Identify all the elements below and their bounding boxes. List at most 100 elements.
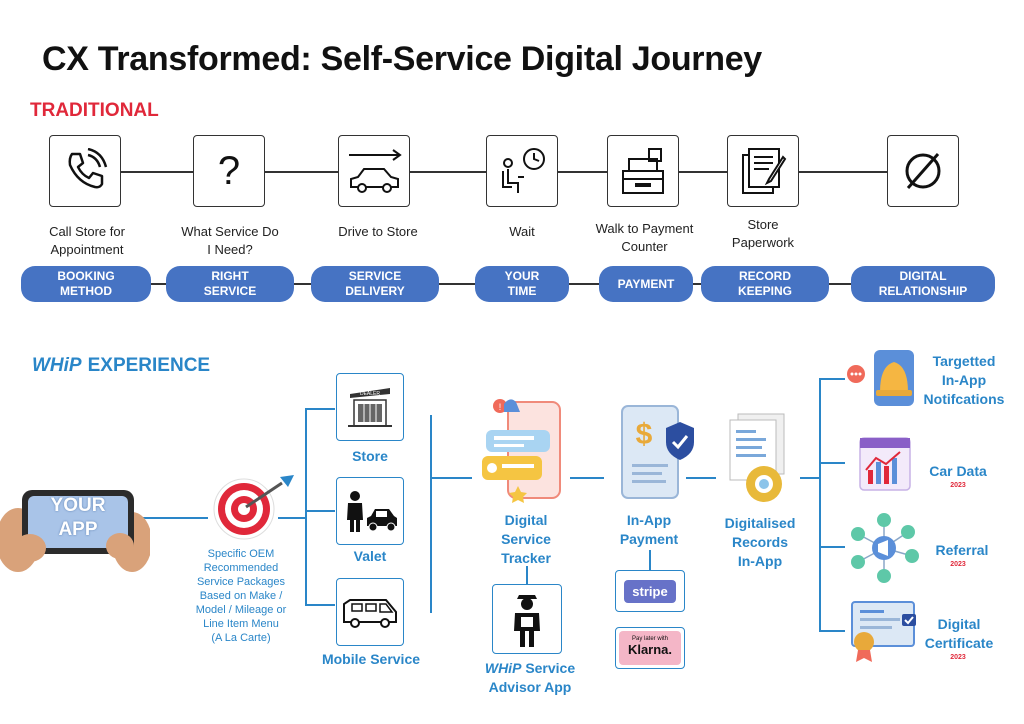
certificate-illustration [846, 598, 922, 669]
service-advisor-box [492, 584, 562, 654]
certificate-icon [851, 601, 916, 662]
connector-channels-tracker [432, 477, 472, 479]
valet-box [336, 477, 404, 545]
your-app-phone: YOUR APP [0, 470, 152, 580]
bracket-top [305, 408, 335, 410]
question-mark-icon: ? [217, 148, 241, 193]
connector-target-bracket [278, 517, 306, 519]
cash-register-icon [622, 148, 664, 194]
trad-box-service-delivery [338, 135, 410, 207]
connector-tracker-advisor [526, 566, 528, 584]
pill-booking-method: BOOKING METHOD [21, 266, 151, 302]
in-app-payment-illustration: $ [614, 402, 698, 507]
trad-label-payment: Walk to Payment Counter [595, 221, 694, 254]
advisor-service-text: Service [525, 660, 576, 676]
bracket-mid [305, 510, 335, 512]
klarna-box: Pay later with Klarna. [615, 627, 685, 669]
connector-records-outcomes [800, 477, 820, 479]
bracket-outcome-4 [819, 630, 845, 632]
notification-bell-illustration [846, 346, 920, 415]
referral-year: 2023 [950, 561, 966, 568]
trad-label-record-keeping: Store Paperwork [731, 217, 795, 250]
chart-icon [859, 437, 911, 491]
bracket-outcome-1 [819, 378, 845, 380]
bracket-bottom [305, 604, 335, 606]
targetted-notifications-label: Targetted In-App Notifcations [923, 353, 1005, 407]
referral-label: Referral [935, 542, 989, 558]
connector-tracker-payment [570, 477, 604, 479]
pill-right-service: RIGHT SERVICE [166, 266, 294, 302]
car-icon [349, 149, 402, 193]
whip-heading-text: EXPERIENCE [87, 355, 211, 376]
svg-text:!: ! [499, 402, 502, 412]
your-app-text: YOUR APP [50, 495, 106, 540]
records-documents-icon [729, 413, 785, 502]
empty-set-icon [905, 153, 941, 189]
service-tracker-illustration: ! [478, 392, 574, 509]
trad-label-service-delivery: Drive to Store [338, 224, 418, 239]
dealer-sign-text: DEALER [360, 391, 380, 397]
pill-your-time: YOUR TIME [475, 266, 569, 302]
store-label: Store [352, 448, 388, 464]
waiting-person-icon [502, 148, 545, 193]
referral-network-icon [851, 513, 919, 583]
stripe-box: stripe [615, 570, 685, 612]
connector-app-target [140, 517, 208, 519]
bell-icon [847, 350, 914, 406]
digitalised-records-label: Digitalised Records In-App [724, 515, 796, 569]
van-icon [343, 599, 397, 628]
bracket-outcome-3 [819, 546, 845, 548]
hands-holding-phone-icon [0, 490, 152, 572]
valet-label: Valet [353, 548, 387, 564]
page-title: CX Transformed: Self-Service Digital Jou… [42, 40, 762, 78]
in-app-payment-label: In-App Payment [619, 512, 679, 547]
digital-certificate-label: Digital Certificate [924, 616, 994, 651]
whip-logo: WHiP [32, 355, 82, 376]
pill-record-keeping: RECORD KEEPING [701, 266, 829, 302]
trad-box-right-service: ? [193, 135, 265, 207]
digital-service-tracker-label: Digital Service Tracker [501, 512, 551, 566]
trad-label-booking: Call Store for Appointment [49, 224, 125, 257]
payment-phone-icon: $ [621, 405, 694, 499]
tracker-phone-icon: ! [482, 399, 561, 503]
bracket-outcomes-vertical [819, 378, 821, 632]
svg-text:$: $ [636, 418, 653, 451]
car-data-year: 2023 [950, 482, 966, 489]
trad-label-wait: Wait [509, 224, 535, 239]
target-dart-icon [208, 473, 300, 548]
referral-illustration [846, 510, 922, 591]
klarna-logo: Pay later with Klarna. [619, 631, 681, 665]
valet-icon [347, 491, 397, 532]
oem-description: Specific OEM Recommended Service Package… [195, 548, 287, 644]
klarna-text: Klarna. [627, 642, 673, 657]
trad-box-record-keeping [727, 135, 799, 207]
divider-after-channels [430, 415, 432, 613]
pill-digital-relationship: DIGITAL RELATIONSHIP [851, 266, 995, 302]
pill-service-delivery: SERVICE DELIVERY [311, 266, 439, 302]
bracket-outcome-2 [819, 462, 845, 464]
service-advisor-icon [514, 595, 540, 647]
advisor-whip-logo: WHiP [484, 660, 522, 676]
store-box: DEALER [336, 373, 404, 441]
connector-payment-stripe [649, 550, 651, 570]
digital-records-illustration [718, 410, 802, 515]
trad-box-booking [49, 135, 121, 207]
phone-icon [68, 148, 108, 189]
connector-payment-records [686, 477, 716, 479]
bracket-channels-vertical [305, 408, 307, 605]
stripe-logo: stripe [624, 579, 676, 603]
trad-box-wait [486, 135, 558, 207]
digital-certificate-year: 2023 [950, 654, 966, 661]
dealer-store-icon: DEALER [348, 388, 392, 427]
car-data-illustration [854, 434, 914, 499]
pill-payment: PAYMENT [599, 266, 693, 302]
paperwork-icon [742, 148, 787, 194]
mobile-service-box [336, 578, 404, 646]
trad-label-right-service: What Service Do I Need? [181, 224, 279, 257]
trad-box-payment [607, 135, 679, 207]
trad-box-digital-relationship [887, 135, 959, 207]
klarna-small-text: Pay later with [631, 636, 668, 642]
service-advisor-label: WHiP Service [470, 659, 590, 678]
traditional-heading: TRADITIONAL [30, 100, 159, 121]
